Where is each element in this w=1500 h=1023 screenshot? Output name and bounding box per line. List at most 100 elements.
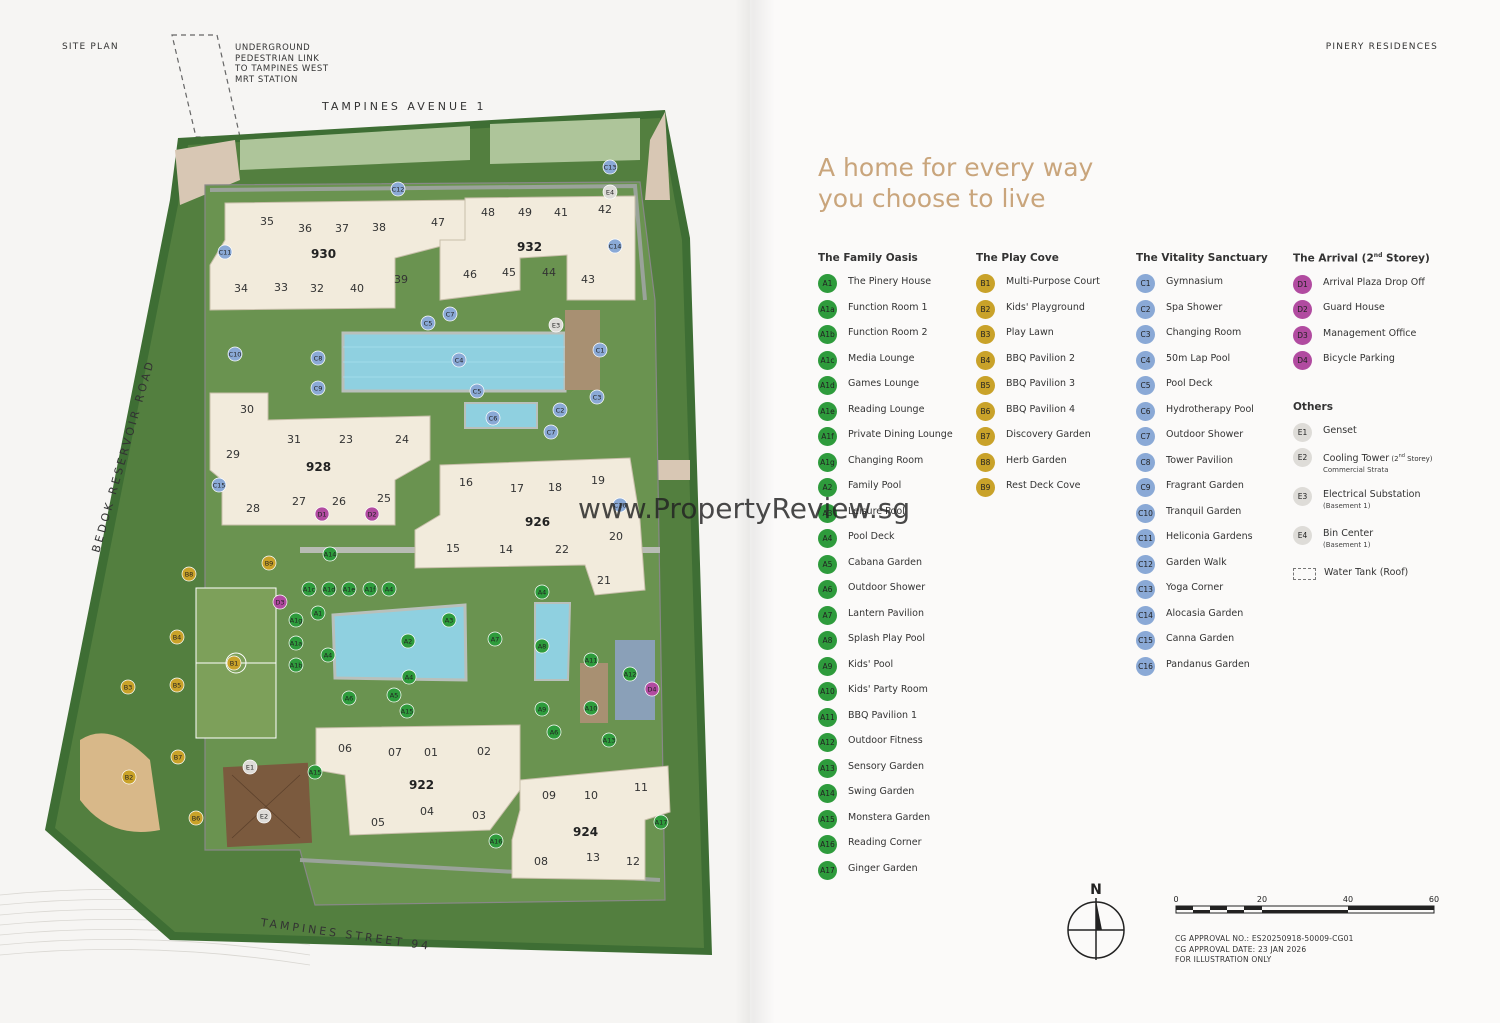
- legend-badge: D1: [1293, 274, 1312, 294]
- unit-label: 23: [339, 433, 353, 446]
- map-marker-label: C7: [446, 311, 455, 319]
- legend-badge: D4: [1293, 351, 1312, 370]
- legend-label-text: Monstera Garden: [848, 811, 931, 823]
- legend-badge: C12: [1136, 554, 1155, 574]
- map-marker-circle: [601, 732, 617, 748]
- legend-label-text: Alocasia Garden: [1166, 607, 1244, 619]
- map-marker-label: C14: [609, 243, 622, 251]
- legend-badge: B2: [976, 299, 995, 319]
- legend-badge: A13: [818, 758, 837, 778]
- block-name: 922: [409, 778, 434, 792]
- unit-label: 37: [335, 222, 349, 235]
- legend-badge: C3: [1136, 325, 1155, 344]
- watermark: www.PropertyReview.sg: [578, 492, 911, 525]
- unit-label: 40: [350, 282, 364, 295]
- legend-label-text: Changing Room: [848, 454, 924, 466]
- map-marker-circle: [602, 184, 618, 200]
- legend-label: Leisure Pool: [848, 506, 905, 518]
- fitness-area: [615, 640, 655, 720]
- legend-label: Garden Walk: [1166, 557, 1227, 569]
- map-marker-circle: [602, 159, 618, 175]
- legend-label-text: Pandanus Garden: [1166, 658, 1250, 670]
- unit-label: 08: [534, 855, 548, 868]
- hydrotherapy-pool: [464, 402, 538, 429]
- legend-badge: D3: [1293, 325, 1312, 345]
- legend-label-text: Reading Lounge: [848, 403, 925, 415]
- legend-label: Bin Center(Basement 1): [1323, 528, 1373, 551]
- legend-label: Tranquil Garden: [1166, 506, 1241, 518]
- legend-label: Media Lounge: [848, 353, 914, 365]
- map-marker-circle: [583, 652, 599, 668]
- legend-label-text: BBQ Pavilion 2: [1006, 352, 1076, 364]
- map-marker-circle: [181, 566, 197, 582]
- legend-label: BBQ Pavilion 2: [1006, 353, 1075, 365]
- map-marker-circle: [607, 238, 623, 254]
- unit-label: 41: [554, 206, 568, 219]
- map-marker-label: C1: [596, 347, 605, 355]
- legend-badge: B8: [976, 452, 995, 472]
- north-compass-icon: N: [1067, 882, 1125, 960]
- map-marker-label: D3: [275, 599, 284, 607]
- unit-label: 19: [591, 474, 605, 487]
- legend-label: Bicycle Parking: [1323, 353, 1395, 365]
- legend-label-text: Outdoor Fitness: [848, 735, 923, 746]
- legend-label: Genset: [1323, 425, 1357, 437]
- legend-label-text: The Pinery House: [848, 276, 932, 287]
- map-marker-circle: [288, 635, 304, 651]
- map-marker-label: E3: [552, 322, 560, 330]
- legend-label: Lantern Pavilion: [848, 608, 924, 620]
- map-marker-circle: [261, 555, 277, 571]
- legend-badge: C15: [1136, 631, 1155, 650]
- map-marker-label: A6: [550, 729, 559, 737]
- unit-label: 21: [597, 574, 611, 587]
- map-marker-circle: [469, 383, 485, 399]
- map-marker-label: C3: [593, 394, 602, 402]
- legend-item: A7 Lantern Pavilion: [818, 605, 953, 634]
- map-marker-label: D4: [647, 686, 656, 694]
- legend-label: Private Dining Lounge: [848, 429, 953, 441]
- unit-label: 36: [298, 222, 312, 235]
- map-marker-circle: [622, 666, 638, 682]
- legend-label: Games Lounge: [848, 378, 919, 390]
- map-marker-circle: [288, 612, 304, 628]
- legend-label-text: Kids' Pool: [848, 658, 894, 670]
- legend-badge: E3: [1293, 487, 1312, 506]
- unit-label: 01: [424, 746, 438, 759]
- legend-badge: A7: [818, 605, 837, 625]
- legend-badge: C14: [1136, 605, 1155, 625]
- scale-tick: 0: [1173, 895, 1178, 904]
- map-marker-circle: [188, 810, 204, 826]
- legend-label: Monstera Garden: [848, 812, 930, 824]
- unit-label: 28: [246, 502, 260, 515]
- legend-label-text: Tranquil Garden: [1166, 505, 1242, 517]
- legend-label: Pandanus Garden: [1166, 659, 1250, 671]
- unit-label: 26: [332, 495, 346, 508]
- scale-tick: 40: [1343, 895, 1353, 904]
- map-marker-label: B4: [173, 634, 182, 642]
- underground-line: UNDERGROUND: [235, 43, 311, 53]
- map-marker-circle: [488, 833, 504, 849]
- legend-badge: E4: [1293, 526, 1312, 545]
- legend-label: Outdoor Fitness: [848, 735, 923, 747]
- map-marker-label: A4: [405, 674, 414, 682]
- legend-label: Hydrotherapy Pool: [1166, 404, 1254, 416]
- approval-line: FOR ILLUSTRATION ONLY: [1175, 955, 1272, 964]
- legend-label: Discovery Garden: [1006, 429, 1091, 441]
- map-marker-label: C9: [314, 385, 323, 393]
